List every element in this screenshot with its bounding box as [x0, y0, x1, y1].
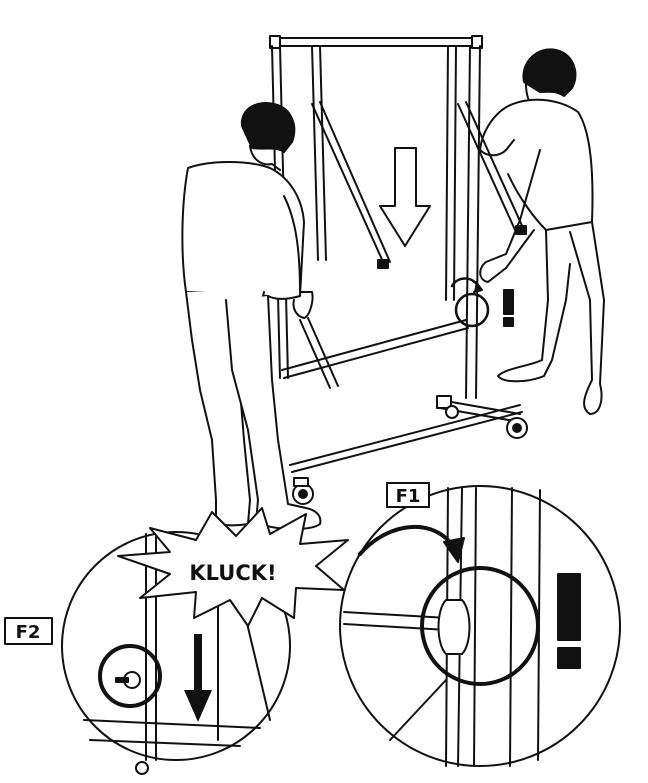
detail-f2-label: F2 — [16, 622, 41, 643]
folding-braces — [299, 101, 527, 389]
rack-frame — [269, 35, 523, 473]
left-person-figure — [181, 102, 322, 531]
lock-highlight-ring — [454, 292, 490, 328]
right-person-figure — [479, 48, 605, 415]
down-arrow-icon — [379, 147, 431, 247]
detail-f1-label: F1 — [396, 486, 421, 507]
sound-effect-text: KLUCK! — [189, 561, 276, 585]
detail-f1 — [339, 482, 621, 767]
sound-burst-shape — [117, 507, 349, 627]
small-warning-bar — [503, 289, 514, 315]
caster-wheels — [292, 405, 528, 505]
